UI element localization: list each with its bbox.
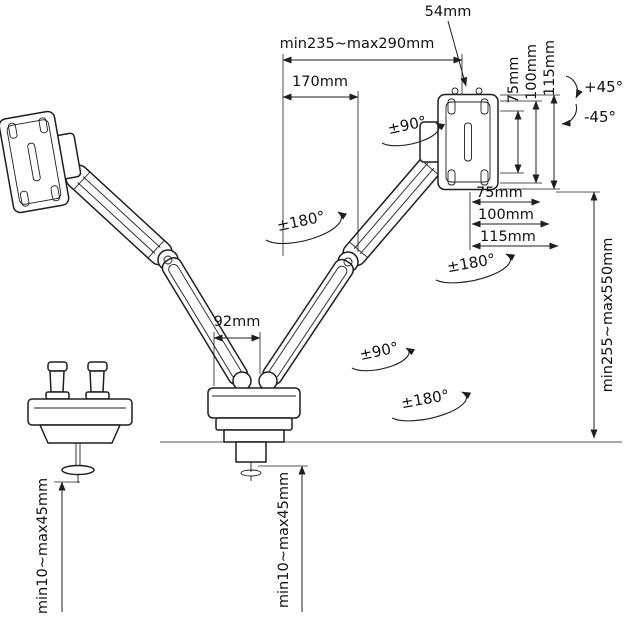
rot-180-upper-arrow [265, 211, 348, 245]
dim-h100-label: 100mm [478, 207, 534, 223]
rot-90-top-arrow [381, 122, 446, 147]
rot-180-base-arrow [391, 391, 472, 422]
rot-90-mid-arrow [351, 347, 416, 372]
rotation-180-upper: ±180° [265, 207, 348, 245]
vesa-screw-left [451, 87, 459, 95]
dim-reach-label: min235~max290mm [280, 36, 435, 52]
dim-base-width: 92mm [213, 314, 261, 386]
desk-clamp-arm [235, 441, 267, 463]
dim-92-label: 92mm [214, 314, 261, 330]
dim-clamp-left-label: min10~max45mm [35, 478, 51, 614]
right-vesa-plate [419, 87, 499, 191]
tilt-down-label: -45° [584, 108, 616, 126]
left-vesa-plate [0, 110, 82, 214]
dim-reach-range: min235~max290mm [280, 36, 463, 256]
rot-90-mid-label: ±90° [358, 338, 400, 364]
dim-arm-length: 170mm [282, 74, 359, 252]
dim-height-range: min255~max550mm [556, 191, 616, 439]
tilt-angles: +45° -45° [561, 75, 623, 127]
right-arm [262, 150, 446, 386]
dim-vesa-horizontal: 75mm 100mm 115mm [469, 185, 559, 250]
clamp-post-right-cap [87, 361, 108, 372]
dim-h115-label: 115mm [480, 229, 536, 245]
dim-height-label: min255~max550mm [600, 238, 616, 393]
dim-clamp-center: min10~max45mm [258, 465, 308, 612]
rot-180-right-arrow [435, 253, 516, 284]
tilt-up-label: +45° [584, 78, 623, 96]
rotation-180-right: ±180° [435, 250, 516, 284]
clamp-detail [27, 361, 133, 483]
vesa-screw-right [475, 87, 483, 95]
rotation-90-mid: ±90° [351, 338, 416, 372]
dim-v115-label: 115mm [542, 40, 558, 96]
tilt-up-arrow [565, 75, 583, 99]
clamp-post-left-cap [47, 361, 68, 372]
clamp-body [39, 424, 121, 444]
rotation-180-base: ±180° [391, 386, 472, 422]
dim-clamp-center-label: min10~max45mm [276, 472, 292, 608]
tilt-down-arrow [561, 103, 578, 127]
rot-180-right-label: ±180° [446, 250, 497, 276]
left-arm [65, 164, 249, 386]
dim-h75-label: 75mm [476, 185, 523, 201]
rot-180-base-label: ±180° [400, 386, 451, 412]
base-assembly [207, 371, 301, 481]
dim-vesa-vertical: 75mm 100mm 115mm [500, 40, 560, 190]
clamp-top-plate [27, 398, 133, 426]
dim-vesa-screw-width: 54mm [425, 4, 472, 87]
dim-170-label: 170mm [292, 74, 348, 90]
dim-v75-label: 75mm [506, 57, 522, 104]
dim-54-label: 54mm [425, 4, 472, 20]
dim-v100-label: 100mm [524, 44, 540, 100]
dim-clamp-left: min10~max45mm [35, 478, 80, 614]
clamp-washer [61, 464, 95, 476]
